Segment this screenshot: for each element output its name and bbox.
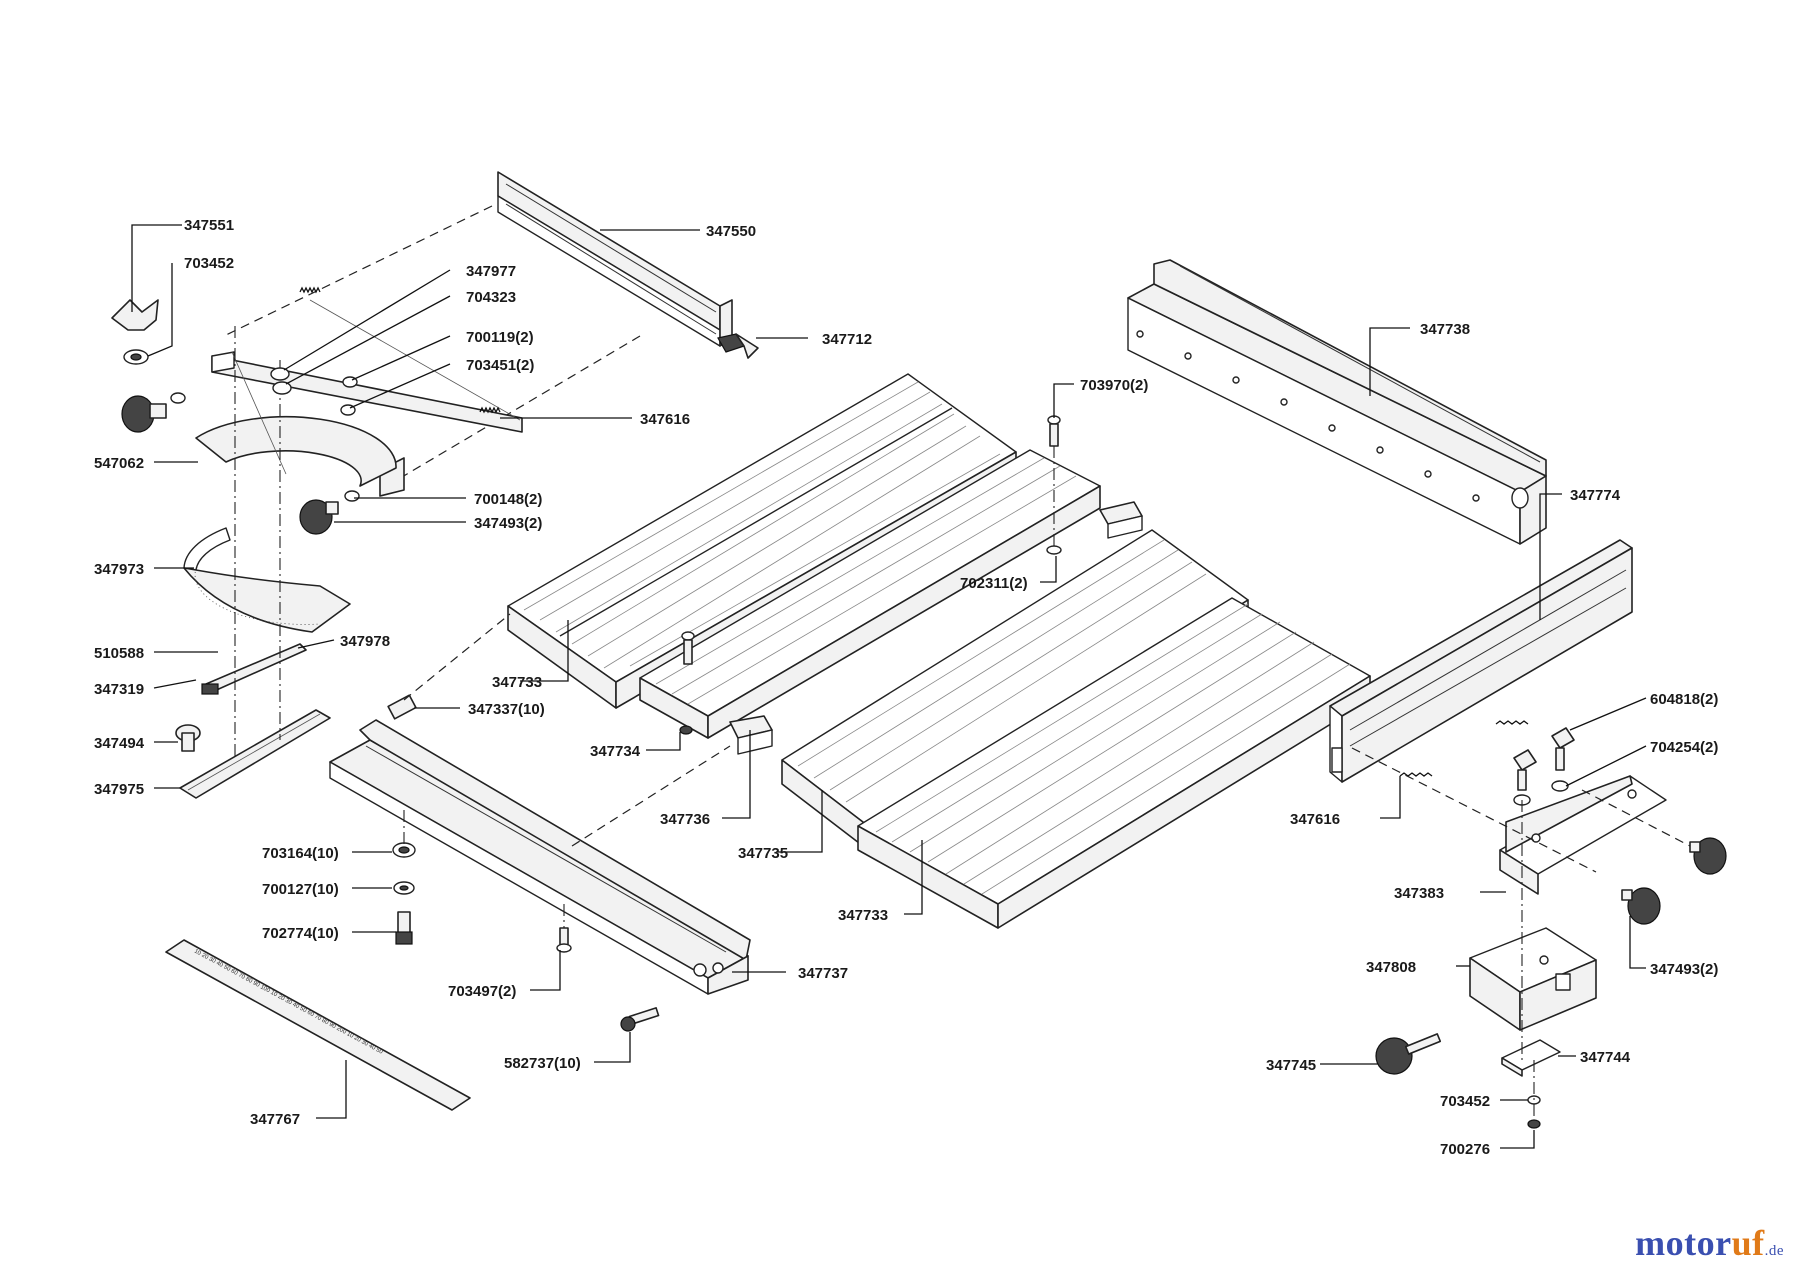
label-347493-right: 347493(2) <box>1650 961 1718 978</box>
label-347616-left: 347616 <box>640 411 690 428</box>
side-rail-347737 <box>329 719 751 995</box>
screws-604818 <box>1399 720 1575 806</box>
label-604818: 604818(2) <box>1650 691 1718 708</box>
label-700148: 700148(2) <box>474 491 542 508</box>
label-510588: 510588 <box>94 645 144 662</box>
label-347745: 347745 <box>1266 1057 1316 1074</box>
label-702774: 702774(10) <box>262 925 339 942</box>
label-702311: 702311(2) <box>960 575 1028 592</box>
label-547062: 547062 <box>94 455 144 472</box>
protractor-base-547062 <box>195 351 397 487</box>
label-347737: 347737 <box>798 965 848 982</box>
connector-347736 <box>729 715 773 755</box>
part-labels: 347551 703452 347977 704323 700119(2) 70… <box>94 217 1718 1158</box>
label-700127: 700127(10) <box>262 881 339 898</box>
nut-704323 <box>272 381 292 395</box>
label-582737: 582737(10) <box>504 1055 581 1072</box>
label-347550: 347550 <box>706 223 756 240</box>
square-nut-347337 <box>387 694 417 720</box>
fence-profile-347738 <box>1127 259 1547 545</box>
label-347319: 347319 <box>94 681 144 698</box>
connector-small <box>1099 501 1143 539</box>
nut-700276 <box>1527 1119 1541 1129</box>
knob-347745 <box>1375 1033 1442 1075</box>
label-703451: 703451(2) <box>466 357 534 374</box>
label-347744: 347744 <box>1580 1049 1631 1066</box>
screw-703970 <box>1046 415 1062 555</box>
slide-bar-347975 <box>179 709 331 799</box>
guide-line <box>571 745 731 847</box>
label-347736: 347736 <box>660 811 710 828</box>
label-347616-right: 347616 <box>1290 811 1340 828</box>
knob-347493-right <box>1621 837 1727 925</box>
guide-line <box>1351 747 1597 873</box>
label-703452-right: 703452 <box>1440 1093 1490 1110</box>
brand-accent: uf <box>1731 1223 1765 1263</box>
label-700119: 700119(2) <box>466 329 534 346</box>
label-347973: 347973 <box>94 561 144 578</box>
svg-text:10 20 30 40 50 60 70 80 90 100: 10 20 30 40 50 60 70 80 90 100 10 20 30 … <box>193 948 384 1055</box>
end-cap-347712 <box>717 333 759 359</box>
ruler-347767: 10 20 30 40 50 60 70 80 90 100 10 20 30 … <box>165 939 471 1111</box>
extension-table-347734 <box>639 449 1101 739</box>
label-347738: 347738 <box>1420 321 1470 338</box>
fence-profile-347774 <box>1329 539 1633 783</box>
label-347978: 347978 <box>340 633 390 650</box>
brand-suffix: .de <box>1764 1243 1784 1259</box>
label-704254: 704254(2) <box>1650 739 1718 756</box>
label-347767: 347767 <box>250 1111 300 1128</box>
knob-347493 <box>299 490 360 535</box>
label-347733-upper: 347733 <box>492 674 542 691</box>
label-347493-left: 347493(2) <box>474 515 542 532</box>
washer-347977 <box>270 367 290 381</box>
bracket-347383 <box>1499 775 1667 895</box>
guide-line <box>403 613 511 701</box>
fastener-stack-703164 <box>392 810 416 945</box>
fence-rail-347550 <box>497 171 733 347</box>
screw-347734 <box>679 631 695 735</box>
label-703970: 703970(2) <box>1080 377 1148 394</box>
guide-line <box>223 205 493 337</box>
pointer-arm-347978 <box>201 643 307 695</box>
plate-347744 <box>1501 1039 1561 1077</box>
label-703164: 703164(10) <box>262 845 339 862</box>
label-347551: 347551 <box>184 217 234 234</box>
brand-main: motor <box>1635 1223 1732 1263</box>
label-347494: 347494 <box>94 735 145 752</box>
screw-582737 <box>620 1007 660 1032</box>
label-703452: 703452 <box>184 255 234 272</box>
label-700276: 700276 <box>1440 1141 1490 1158</box>
knob-left <box>121 392 186 433</box>
label-347774: 347774 <box>1570 487 1621 504</box>
brand-logo[interactable]: motoruf.de <box>1635 1222 1784 1264</box>
label-347808: 347808 <box>1366 959 1416 976</box>
clamp-block-347808 <box>1469 927 1597 1031</box>
label-347712: 347712 <box>822 331 872 348</box>
label-703497: 703497(2) <box>448 983 516 1000</box>
label-347337: 347337(10) <box>468 701 545 718</box>
protractor-scale-347973 <box>183 527 351 633</box>
label-704323: 704323 <box>466 289 516 306</box>
label-347977: 347977 <box>466 263 516 280</box>
guide-line <box>379 335 641 491</box>
label-347975: 347975 <box>94 781 144 798</box>
knob-347494 <box>175 724 201 752</box>
leader-lines <box>131 224 1647 1149</box>
guide-line <box>1581 789 1691 847</box>
label-347733-lower: 347733 <box>838 907 888 924</box>
label-347383: 347383 <box>1394 885 1444 902</box>
label-347735: 347735 <box>738 845 788 862</box>
label-347734: 347734 <box>590 743 641 760</box>
extension-table-347733-lower <box>781 529 1371 929</box>
